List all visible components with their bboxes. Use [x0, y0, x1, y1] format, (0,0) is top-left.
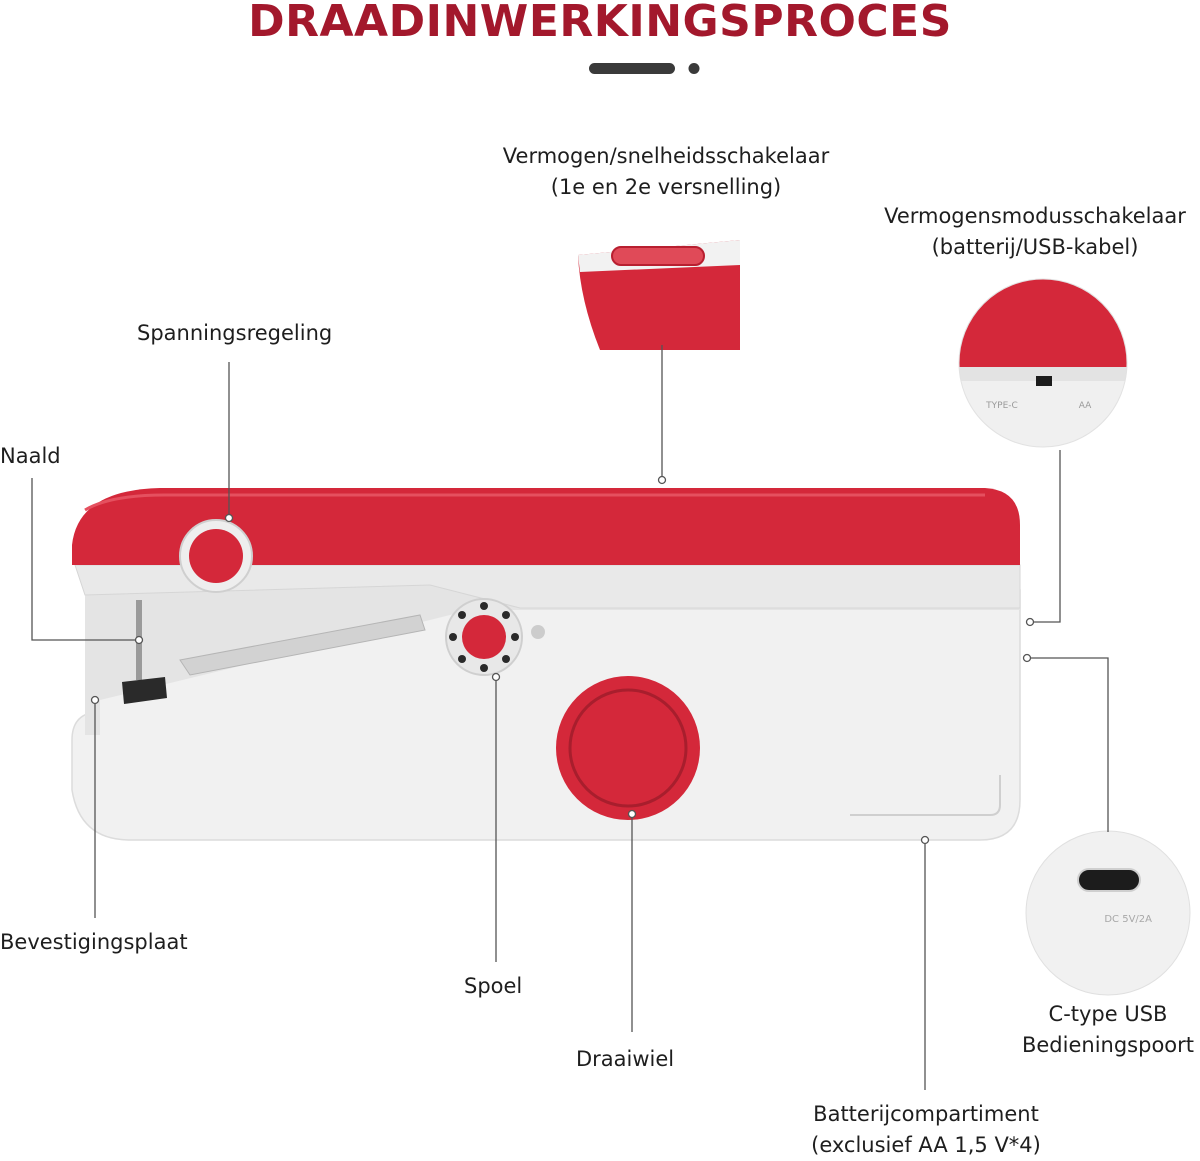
label-usb-line2: Bedieningspoort [1021, 1033, 1195, 1057]
leader-mode-switch [1030, 450, 1061, 623]
leader-lines [31, 345, 1109, 1090]
page-title: DRAADINWERKINGSPROCES [248, 0, 952, 47]
mode-switch-inset: TYPE-C AA [958, 278, 1128, 448]
speed-switch-inset [578, 240, 740, 350]
top-highlight [84, 493, 985, 512]
label-speed-switch-line2: (1e en 2e versnelling) [550, 175, 782, 199]
usb-port-inset: DC 5V/2A [1025, 830, 1191, 996]
label-speed-switch: Vermogen/snelheidsschakelaar (1e en 2e v… [466, 141, 866, 203]
mode-switch-right-mark: AA [1079, 401, 1092, 411]
title-divider-bar [589, 63, 675, 74]
label-usb-line1: C-type USB [1048, 1002, 1168, 1026]
label-mode-switch-line2: (batterij/USB-kabel) [931, 235, 1139, 259]
label-battery-line1: Batterijcompartiment [813, 1102, 1039, 1126]
tension-knob [189, 529, 243, 583]
battery-compartment-lid [850, 775, 1001, 816]
presser-foot [122, 677, 167, 704]
speed-switch-slider [611, 246, 705, 266]
title-divider-dot [688, 63, 700, 74]
label-speed-switch-line1: Vermogen/snelheidsschakelaar [502, 144, 830, 168]
machine-mid-band [85, 575, 1020, 735]
label-mode-switch-line1: Vermogensmodusschakelaar [884, 204, 1186, 228]
label-handwheel: Draaiwiel [576, 1047, 675, 1071]
label-needle: Naald [0, 444, 61, 468]
bobbin-center [462, 615, 506, 659]
bobbin-holes [449, 602, 519, 672]
label-battery-line2: (exclusief AA 1,5 V*4) [811, 1133, 1041, 1157]
label-tension: Spanningsregeling [137, 321, 333, 345]
label-battery: Batterijcompartiment (exclusief AA 1,5 V… [776, 1099, 1076, 1161]
label-mode-switch: Vermogensmodusschakelaar (batterij/USB-k… [870, 201, 1200, 263]
label-bobbin: Spoel [464, 974, 523, 998]
hand-wheel [556, 676, 700, 820]
sewing-machine [71, 488, 1021, 841]
label-usb: C-type USB Bedieningspoort [1010, 999, 1200, 1061]
leader-dots [90, 475, 1035, 845]
leader-needle [31, 478, 139, 641]
machine-red-top [72, 488, 1020, 565]
leader-usb [1027, 657, 1109, 832]
label-plate: Bevestigingsplaat [0, 930, 188, 954]
usb-rating-mark: DC 5V/2A [1104, 914, 1152, 925]
mode-switch-left-mark: TYPE-C [985, 401, 1018, 411]
hand-wheel-rim [568, 688, 688, 808]
presser-arm [179, 614, 426, 676]
bobbin-pin [531, 625, 545, 639]
usb-c-port [1077, 868, 1141, 892]
